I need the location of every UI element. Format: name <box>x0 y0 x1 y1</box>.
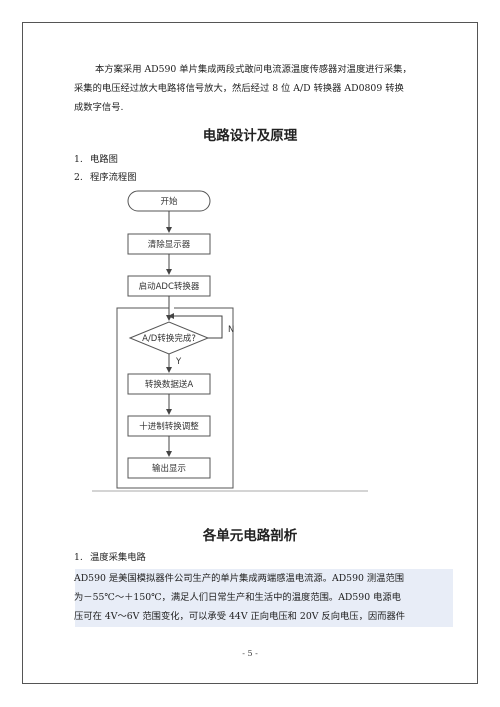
list-label: 程序流程图 <box>90 172 137 183</box>
list-number: 2. <box>74 172 83 183</box>
page-number: - 5 - <box>242 649 258 658</box>
section-title-circuit-design: 电路设计及原理 <box>202 128 298 144</box>
list-number: 1. <box>74 154 83 165</box>
body-line: AD590 是美国模拟器件公司生产的单片集成两端感温电流源。AD590 测温范围 <box>74 573 405 584</box>
body-line: 压可在 4V～6V 范围变化，可以承受 44V 正向电压和 20V 反向电压，因… <box>74 611 406 622</box>
list-label: 温度采集电路 <box>90 552 146 563</box>
list-label: 电路图 <box>90 154 118 165</box>
intro-line: 采集的电压经过放大电路将信号放大，然后经过 8 位 A/D 转换器 AD0809… <box>74 83 404 94</box>
page-border <box>22 22 478 684</box>
highlighted-paragraph-background <box>75 569 453 627</box>
intro-line: 成数字信号. <box>74 102 124 113</box>
list-item-flowchart: 2. 程序流程图 <box>74 169 137 183</box>
list-item-circuit-diagram: 1. 电路图 <box>74 151 118 165</box>
intro-line: 本方案采用 AD590 单片集成两段式敢问电流源温度传感器对温度进行采集， <box>95 64 412 75</box>
list-number: 1. <box>74 552 83 563</box>
intro-paragraph: 本方案采用 AD590 单片集成两段式敢问电流源温度传感器对温度进行采集， 采集… <box>74 60 452 117</box>
body-line: 为－55℃～＋150℃，满足人们日常生产和生活中的温度范围。AD590 电源电 <box>74 592 401 603</box>
ad590-paragraph: AD590 是美国模拟器件公司生产的单片集成两端感温电流源。AD590 测温范围… <box>74 569 452 626</box>
list-item-temperature-circuit: 1. 温度采集电路 <box>74 549 146 563</box>
section-title-unit-analysis: 各单元电路剖析 <box>202 528 298 544</box>
